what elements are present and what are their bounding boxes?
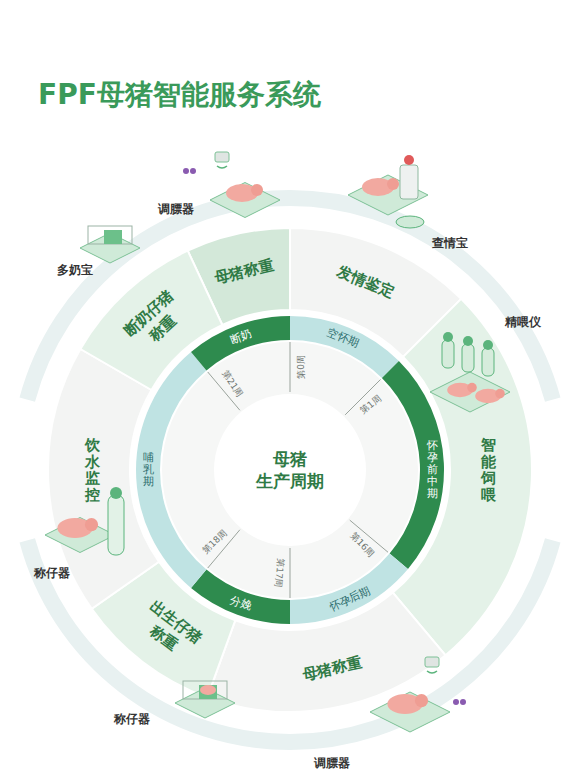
device-label: 多奶宝 xyxy=(57,262,93,279)
device-label: 调膘器 xyxy=(314,755,350,772)
node-text: 怀孕前中期 xyxy=(427,440,438,500)
node-text: 哺乳期 xyxy=(143,452,154,488)
camera xyxy=(425,657,439,667)
feeder-cap xyxy=(483,340,493,350)
dot xyxy=(190,168,196,174)
camera xyxy=(215,152,229,162)
dot xyxy=(460,699,466,705)
crate xyxy=(183,681,227,699)
week-divider xyxy=(290,548,291,598)
pig xyxy=(495,389,505,399)
feeder-tube xyxy=(462,344,474,372)
platform xyxy=(370,692,450,732)
detector-light xyxy=(404,155,414,165)
signal xyxy=(217,166,227,168)
node-text: 母猪 生产周期 xyxy=(251,448,329,492)
detector-base xyxy=(396,216,424,228)
crate xyxy=(88,226,132,244)
platform xyxy=(210,183,280,218)
center-disc xyxy=(214,394,366,546)
scale-box xyxy=(199,685,217,699)
feeder-cap xyxy=(463,336,473,346)
milk-cap xyxy=(110,487,122,499)
phase-band: 哺乳期 xyxy=(143,452,154,488)
sector-band: 智能饲喂 xyxy=(481,437,496,503)
pig xyxy=(251,184,263,196)
phase-band: 怀孕前中期 xyxy=(427,440,438,500)
pig xyxy=(85,518,98,531)
device-label: 精喂仪 xyxy=(505,314,541,331)
dot xyxy=(183,168,189,174)
week-ring xyxy=(162,342,418,598)
scale-box xyxy=(104,230,122,244)
title: FPF母猪智能服务系统 xyxy=(38,76,321,114)
pig xyxy=(467,383,477,393)
pig xyxy=(387,178,399,190)
pig xyxy=(415,694,428,707)
platform xyxy=(45,518,115,553)
feeder-tube xyxy=(482,348,494,376)
detector xyxy=(400,165,418,199)
center-circle: 母猪 生产周期 xyxy=(251,448,329,492)
week-label: 第0周 xyxy=(294,355,307,379)
node-text: 智能饲喂 xyxy=(481,437,496,503)
feeder-cap xyxy=(443,332,453,342)
device-label: 查情宝 xyxy=(432,235,468,252)
node-text: 饮水监控 xyxy=(85,437,100,503)
milk-tank xyxy=(108,495,124,555)
dot xyxy=(453,699,459,705)
device-label: 称仔器 xyxy=(114,711,150,728)
piglet xyxy=(200,685,216,695)
feeder-tube xyxy=(442,340,454,368)
signal xyxy=(427,671,437,673)
device-label: 称仔器 xyxy=(34,565,70,582)
week-divider xyxy=(290,342,291,392)
device-label: 调膘器 xyxy=(158,201,194,218)
sector-band: 饮水监控 xyxy=(85,437,100,503)
platform xyxy=(430,372,510,412)
